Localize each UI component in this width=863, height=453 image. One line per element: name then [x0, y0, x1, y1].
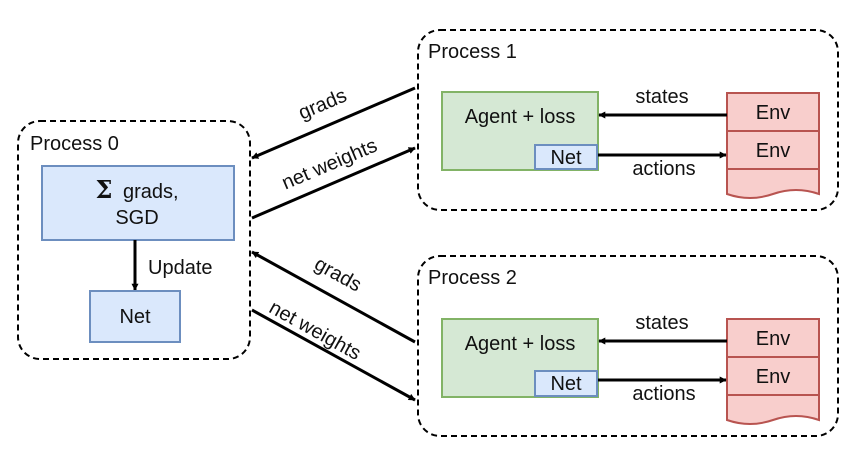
- w1-grads-arrow: [251, 86, 416, 160]
- w1-weights-arrow: [251, 146, 416, 220]
- w2-actions-label: actions: [632, 383, 695, 405]
- sigma-symbol: Σ: [95, 175, 112, 204]
- w1-env-label-1: Env: [756, 102, 790, 124]
- w2-net-box: [534, 370, 598, 397]
- w1-actions-label: actions: [632, 158, 695, 180]
- w1-env-stack: [726, 92, 820, 199]
- w2-env-label-1: Env: [756, 328, 790, 350]
- process-2-group: Process 2 Agent + loss Net Env Env state…: [417, 255, 839, 437]
- w1-net-box: [534, 144, 598, 170]
- w1-states-label: states: [635, 86, 688, 108]
- w1-agent-label: Agent + loss: [465, 106, 576, 128]
- w2-agent-label: Agent + loss: [465, 333, 576, 355]
- process-0-group: Process 0 Σ grads, SGD Update Net: [17, 120, 251, 360]
- process-2-label: Process 2: [428, 267, 517, 289]
- process-0-container: [17, 120, 251, 360]
- w2-env-stack: [726, 318, 820, 425]
- update-label: Update: [148, 257, 213, 279]
- w1-net-label: Net: [550, 147, 582, 169]
- w2-states-label: states: [635, 312, 688, 334]
- sgd-box-line1: Σ grads,: [95, 175, 178, 204]
- communication-arrows: grads net weights grads net weights: [251, 85, 416, 402]
- process-0-label: Process 0: [30, 133, 119, 155]
- sgd-box-line2: SGD: [115, 207, 158, 229]
- w2-grads-arrow: [251, 250, 416, 344]
- w2-net-label: Net: [550, 373, 582, 395]
- sgd-grads-label: grads,: [123, 181, 179, 203]
- w2-weights-arrow: [251, 308, 416, 402]
- w1-env-label-2: Env: [756, 140, 790, 162]
- w2-env-label-2: Env: [756, 366, 790, 388]
- p0-net-label: Net: [119, 306, 151, 328]
- process-1-label: Process 1: [428, 41, 517, 63]
- sgd-box: [41, 165, 235, 241]
- p0-net-box: [89, 290, 181, 343]
- process-1-group: Process 1 Agent + loss Net Env Env state…: [417, 29, 839, 211]
